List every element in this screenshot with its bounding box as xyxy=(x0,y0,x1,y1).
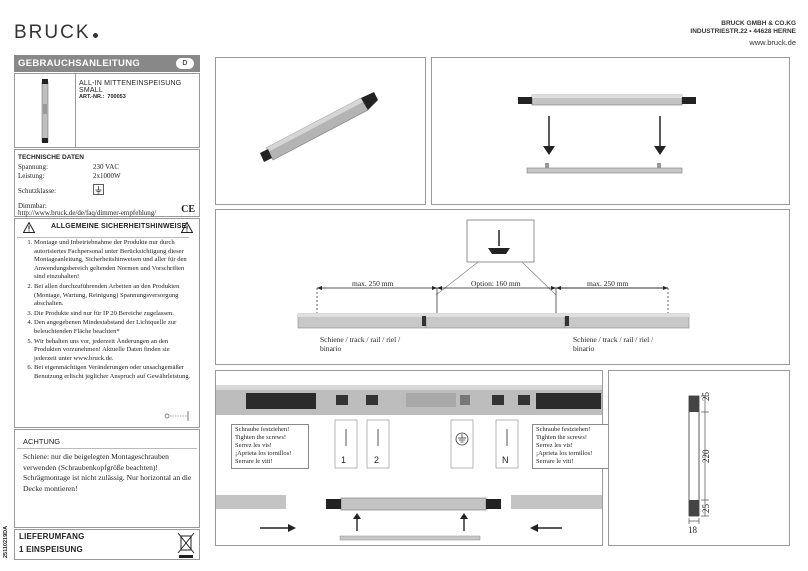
screw-note-left: Schraube festziehen! Tighten the screws!… xyxy=(231,424,309,469)
tech-data-box: TECHNISCHE DATEN Spannung: 230 VAC Leist… xyxy=(14,149,200,217)
screw-note-line: Serrare le viti! xyxy=(536,458,574,465)
tech-row-power-label: Leistung: xyxy=(18,172,45,180)
company-website[interactable]: www.bruck.de xyxy=(749,38,796,47)
warning-icon-right xyxy=(181,222,193,233)
panel-spacing-diagram: max. 250 mm Option: 160 mm max. 250 mm S… xyxy=(215,209,790,365)
safety-list-wrap: Montage und Inbetriebnahme der Produkte … xyxy=(21,239,193,383)
company-info: BRUCK GMBH & CO.KG INDUSTRIESTR.22 • 446… xyxy=(690,20,796,47)
warning-icon-left xyxy=(23,222,35,233)
safety-title: ALLGEMEINE SICHERHEITSHINWEISE xyxy=(51,223,187,230)
company-name: BRUCK GMBH & CO.KG xyxy=(721,20,796,27)
logo-text: BRUCK xyxy=(14,22,91,43)
screw-note-line: Serrez les vis! xyxy=(235,442,272,449)
terminal-label-1: 1 xyxy=(341,455,347,465)
tech-row-voltage-value: 230 VAC xyxy=(93,163,120,171)
tech-row-power-value: 2x1000W xyxy=(93,172,121,180)
dimension-top: 25 xyxy=(701,392,711,401)
tech-row-voltage-label: Spannung: xyxy=(18,163,48,171)
article-value: 700053 xyxy=(107,94,126,100)
screw-note-line: ¡Aprieta los tornillos! xyxy=(536,450,593,457)
rail-label-left: Schiene / track / rail / riel / binario xyxy=(320,335,401,353)
weee-bin-icon xyxy=(177,532,195,558)
screw-note-line: Serrare le viti! xyxy=(235,458,273,465)
article-number: ART.-NR.: 700053 xyxy=(79,94,126,100)
protection-class-icon xyxy=(93,184,104,195)
panel-mounting-clip xyxy=(431,57,790,205)
safety-item: Die Produkte sind nur für IP 20 Bereiche… xyxy=(34,310,193,319)
brand-logo: BRUCK xyxy=(14,22,98,44)
dimension-width: 18 xyxy=(688,525,697,535)
language-badge: D xyxy=(176,58,194,69)
rail-label-right: Schiene / track / rail / riel / binario xyxy=(573,335,654,353)
panel-product-view xyxy=(215,57,426,205)
safety-item: Bei allen durchzuführenden Arbeiten an d… xyxy=(34,283,193,309)
manual-header-bar: GEBRAUCHSANLEITUNG D xyxy=(14,55,200,72)
spacing-label-option: Option: 160 mm xyxy=(471,279,521,288)
safety-item: Montage und Inbetriebnahme der Produkte … xyxy=(34,239,193,282)
delivery-box: LIEFERUMFANG 1 EINSPEISUNG xyxy=(14,529,200,560)
product-thumbnail xyxy=(15,74,76,147)
dimension-drawing xyxy=(688,395,709,524)
screw-note-right: Schraube festziehen! Tighten the screws!… xyxy=(532,424,610,469)
tech-data-title: TECHNISCHE DATEN xyxy=(18,154,84,161)
dimmer-link[interactable]: http://www.bruck.de/de/faq/dimmer-empfeh… xyxy=(18,209,157,217)
panel-dimensions: 25 220 25 18 xyxy=(608,370,790,546)
spacing-label-right: max. 250 mm xyxy=(587,279,629,288)
feed-in-angled-illustration xyxy=(260,92,378,162)
screw-note-line: Tighten the screws! xyxy=(536,434,588,441)
delivery-content: 1 EINSPEISUNG xyxy=(19,545,83,554)
attention-text: Schiene: nur die beigelegten Montageschr… xyxy=(23,452,192,493)
safety-list: Montage und Inbetriebnahme der Produkte … xyxy=(21,239,193,382)
spacing-label-left: max. 250 mm xyxy=(352,279,394,288)
clip-mounting-illustration xyxy=(518,94,696,174)
manual-title: GEBRAUCHSANLEITUNG xyxy=(18,58,141,69)
company-address: INDUSTRIESTR.22 • 44628 HERNE xyxy=(690,28,796,35)
safety-item: Wir behalten uns vor, jederzeit Änderung… xyxy=(34,338,193,364)
safety-box: ALLGEMEINE SICHERHEITSHINWEISE Montage u… xyxy=(14,218,200,428)
terminal-label-n: N xyxy=(502,455,509,465)
article-label: ART.-NR.: xyxy=(79,94,105,100)
panel-wiring: Schraube festziehen! Tighten the screws!… xyxy=(215,370,610,546)
document-code: 25110219DA xyxy=(3,525,9,558)
safety-item: Den angegebenen Mindestabstand der Licht… xyxy=(34,319,193,336)
dimmable-label: Dimmbar: xyxy=(18,202,47,210)
product-box: ALL-IN MITTENEINSPEISUNG SMALL ART.-NR.:… xyxy=(14,73,200,148)
screw-note-line: Serrez les vis! xyxy=(536,442,573,449)
logo-dot xyxy=(92,33,98,38)
ce-mark: CE xyxy=(181,204,195,215)
terminal-label-2: 2 xyxy=(374,455,380,465)
wiring-illustration xyxy=(216,385,602,541)
safety-item: Bei eigenmächtigen Veränderungen oder un… xyxy=(34,364,193,381)
tech-row-class-label: Schutzklasse: xyxy=(18,187,57,195)
product-name: ALL-IN MITTENEINSPEISUNG SMALL xyxy=(79,80,182,94)
dimension-bottom: 25 xyxy=(701,504,711,513)
attention-title: ACHTUNG xyxy=(23,437,61,446)
dimension-middle: 220 xyxy=(701,449,711,464)
screw-note-line: Tighten the screws! xyxy=(235,434,287,441)
distance-icon xyxy=(164,411,189,421)
product-thumbnail-image xyxy=(41,79,49,143)
screw-note-line: Schraube festziehen! xyxy=(536,426,591,433)
attention-box: ACHTUNG Schiene: nur die beigelegten Mon… xyxy=(14,429,200,528)
spacing-diagram xyxy=(297,219,690,329)
screw-note-line: ¡Aprieta los tornillos! xyxy=(235,450,292,457)
delivery-title: LIEFERUMFANG xyxy=(19,532,85,541)
screw-note-line: Schraube festziehen! xyxy=(235,426,290,433)
